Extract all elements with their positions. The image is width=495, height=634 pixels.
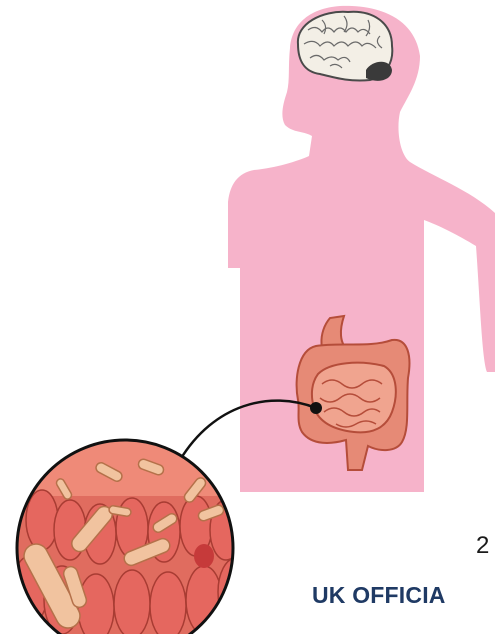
connector-dot <box>310 402 322 414</box>
gut-microbiome-icon <box>10 436 254 634</box>
classification-label: UK OFFICIA <box>312 582 446 609</box>
page-number: 2 <box>476 532 489 560</box>
brain-icon <box>298 12 392 81</box>
